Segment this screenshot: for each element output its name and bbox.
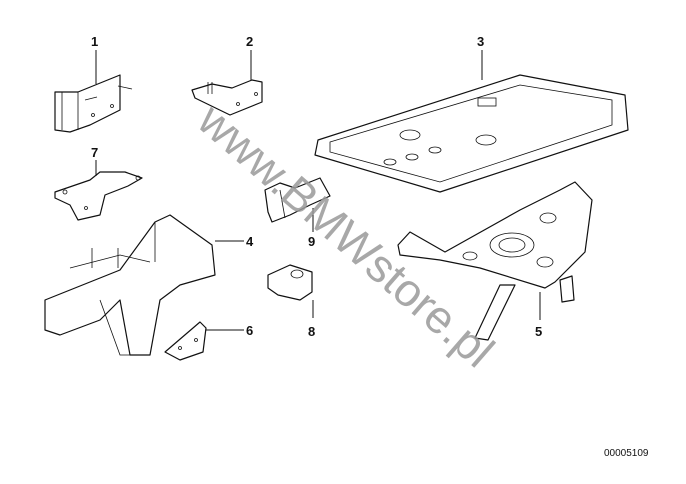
part-8-clip[interactable] [267,264,313,301]
part-1-bracket[interactable] [54,74,133,133]
part-label-7: 7 [91,145,98,160]
part-4-support[interactable] [44,214,216,356]
part-label-2: 2 [246,34,253,49]
part-label-4: 4 [246,234,254,249]
part-5-tray-support[interactable] [397,181,593,341]
part-label-9: 9 [308,234,315,249]
part-label-5: 5 [535,324,542,339]
part-9-clip[interactable] [264,177,331,223]
part-2-bracket[interactable] [191,79,263,116]
part-label-8: 8 [308,324,315,339]
part-3-battery-tray[interactable] [314,74,629,193]
diagram-id: 00005109 [604,448,649,459]
part-label-6: 6 [246,323,253,338]
part-7-bracket[interactable] [54,171,143,221]
part-label-3: 3 [477,34,484,49]
part-6-bracket[interactable] [164,321,207,361]
part-label-1: 1 [91,34,98,49]
